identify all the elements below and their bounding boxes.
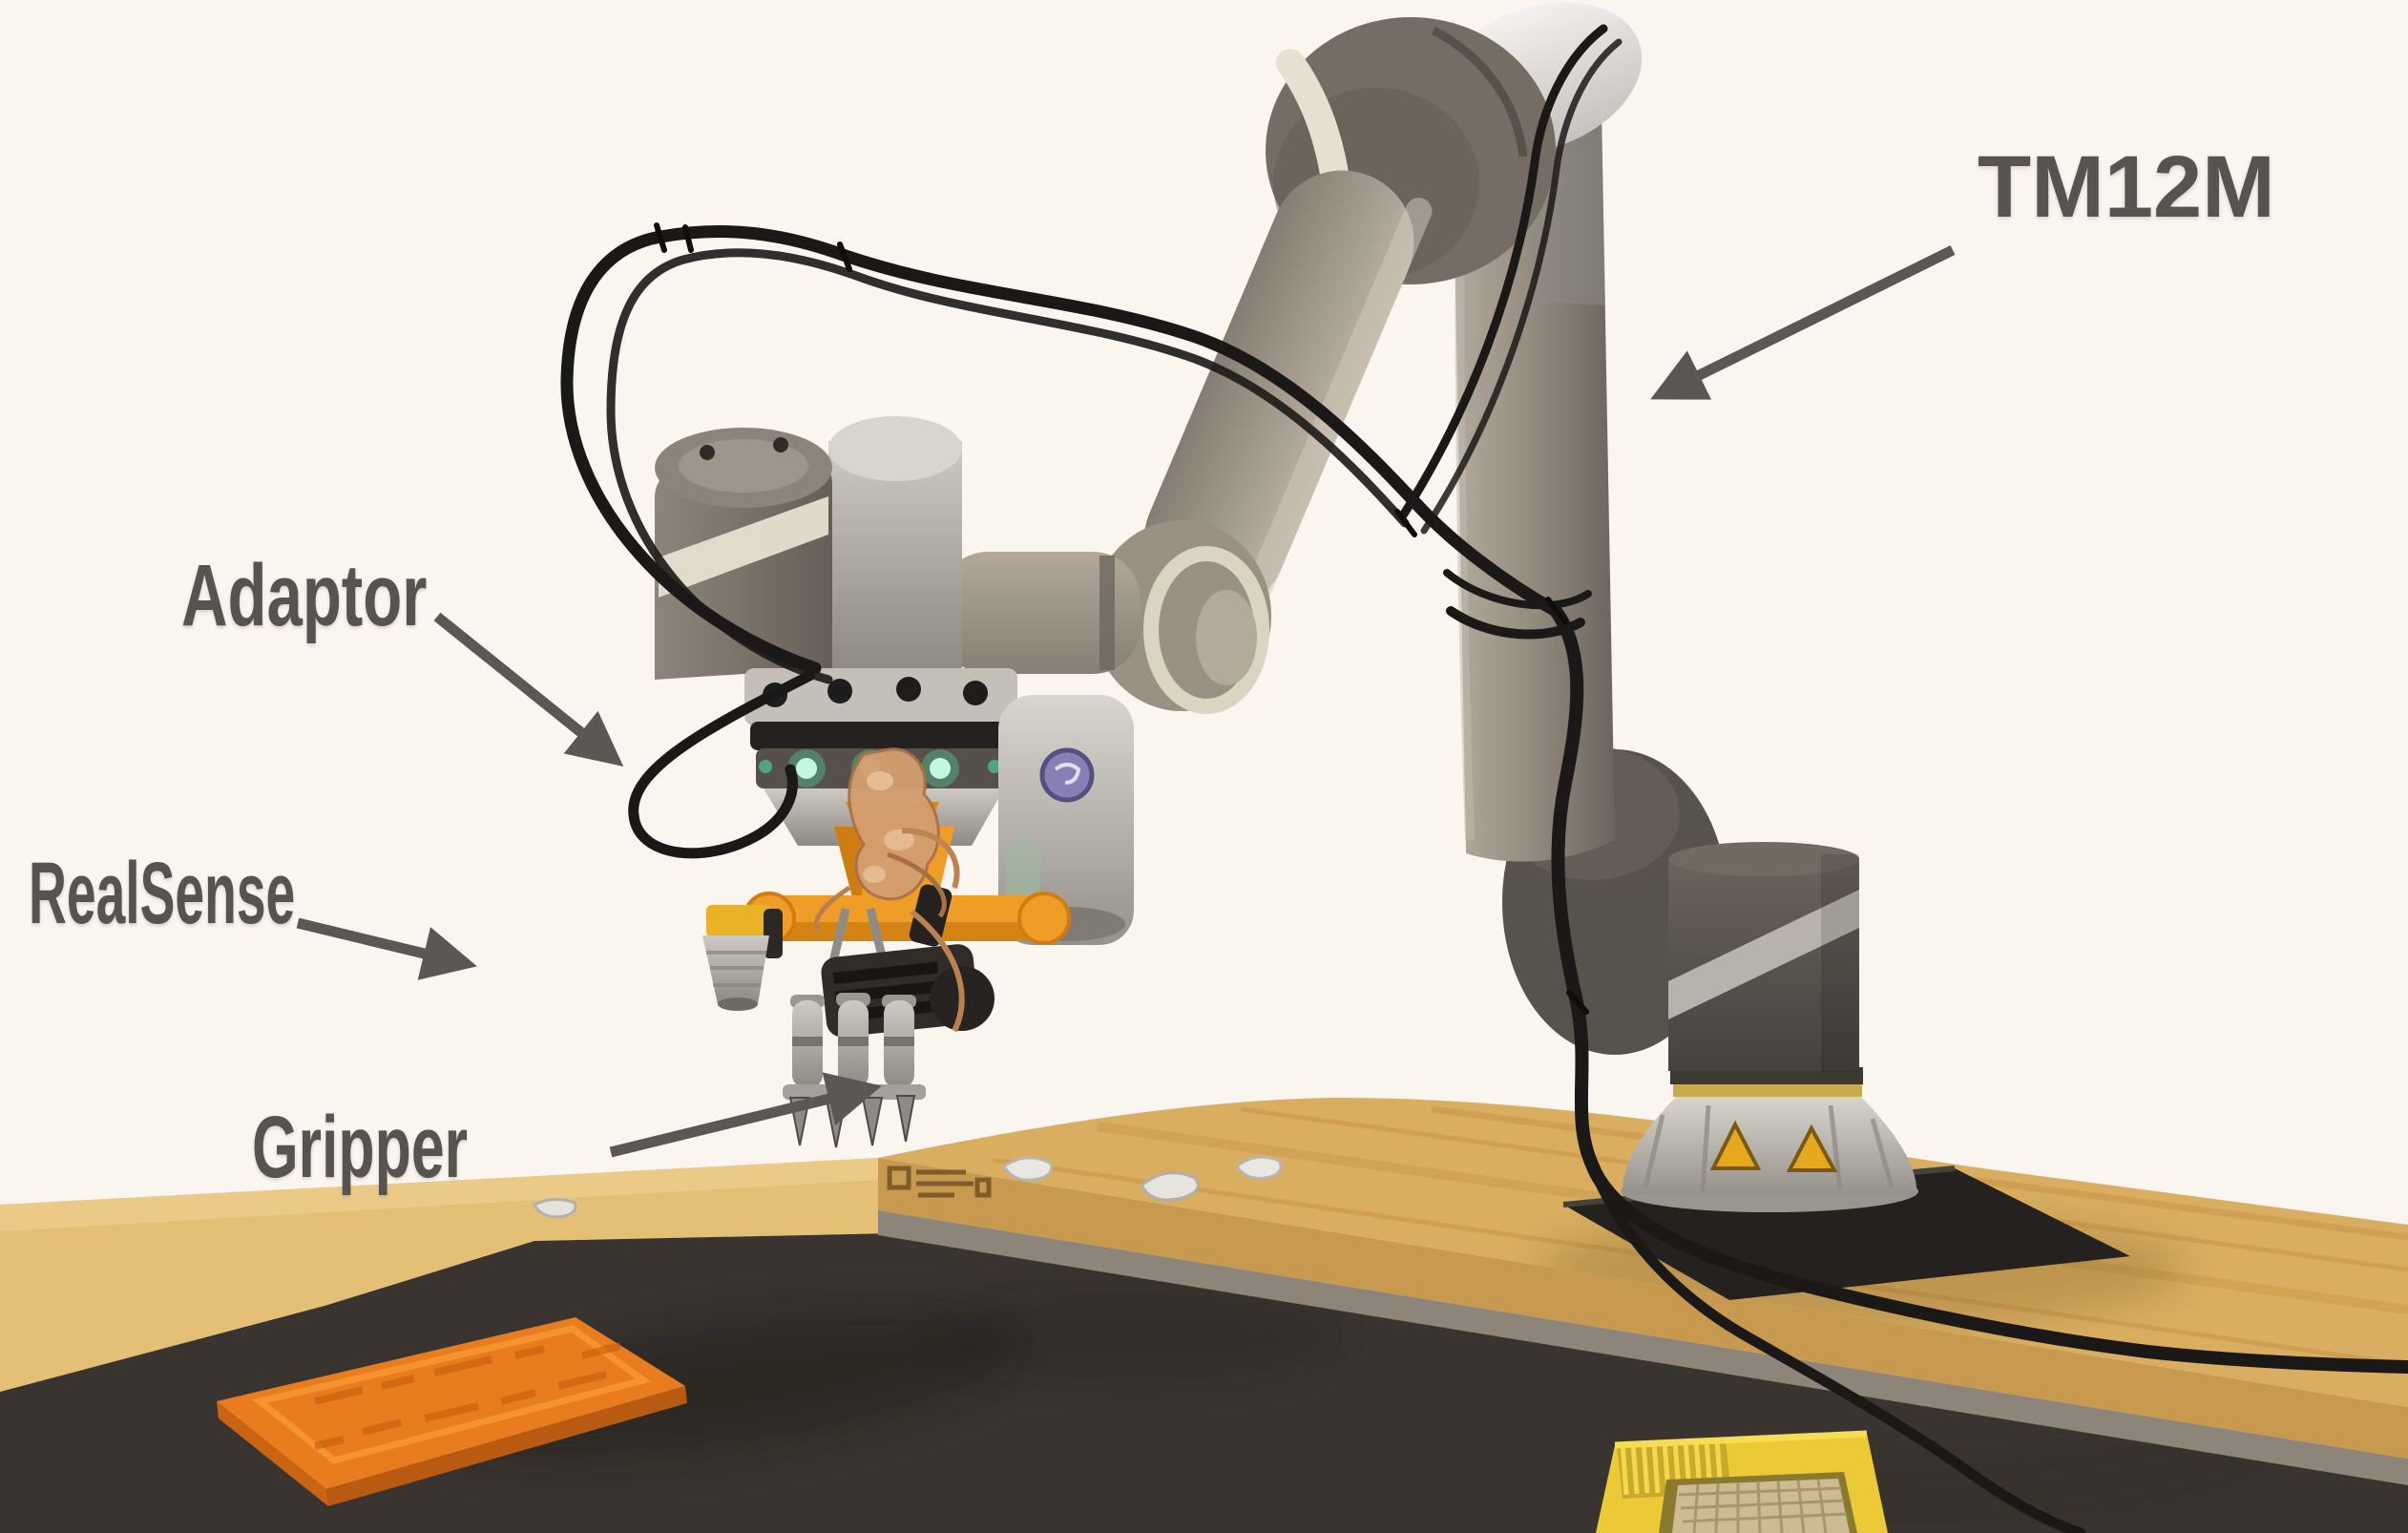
camera-logo-icon <box>1039 747 1095 803</box>
yellow-tip-bin <box>1596 1430 1888 1533</box>
cable-harness <box>560 24 2408 1533</box>
platform-gray-lip <box>878 1210 2408 1485</box>
paper-scrap-on-band <box>532 1198 577 1219</box>
annotation-arrows <box>296 245 1956 1158</box>
gripper-fingers <box>783 993 926 1148</box>
tm12m-arrow <box>1650 245 1956 400</box>
bin-rim-highlight <box>1614 1430 1868 1449</box>
board-markings <box>314 1342 621 1450</box>
bin-grid-lines <box>1678 1479 1848 1533</box>
copper-foil-wiring <box>813 747 960 933</box>
cable-clamp <box>909 884 953 947</box>
label-tm12m: TM12M <box>1978 138 2275 236</box>
warning-triangle-icon <box>1786 1124 1838 1172</box>
wrist-horizontal-link <box>940 552 1141 674</box>
label-realsense: RealSense <box>29 845 296 942</box>
zip-ties <box>654 222 1589 1015</box>
paper-scraps <box>1002 1155 1283 1202</box>
realsense-camera <box>702 905 783 1011</box>
gripper <box>783 907 995 1148</box>
platform-front-face <box>878 1158 2408 1459</box>
soft-shadow <box>935 1296 1336 1376</box>
wrist-roll-joint <box>1092 520 1271 714</box>
gripper-arrow <box>609 1072 882 1158</box>
lower-table-wood-band <box>0 1158 892 1392</box>
base-silver-stripe <box>1668 890 1859 1019</box>
realsense-arrow <box>296 917 477 980</box>
wrist-cream-stripe <box>659 496 828 598</box>
wood-brand-stamp <box>887 1166 992 1198</box>
wrist-cream-ring <box>1143 546 1269 714</box>
base-foot <box>1621 1067 1918 1212</box>
label-gripper: Gripper <box>252 1099 468 1196</box>
wrist-assembly <box>655 416 962 680</box>
label-adaptor: Adaptor <box>181 547 428 644</box>
base-column <box>1668 842 1859 1072</box>
warning-triangle-icon <box>1709 1120 1762 1170</box>
gold-ring <box>1673 1082 1862 1097</box>
orange-board <box>217 1317 687 1506</box>
tm12m-robot-arm <box>560 2 2408 1533</box>
adaptor-arrow <box>433 612 624 766</box>
bin-comb-ridges <box>1620 1439 1724 1496</box>
